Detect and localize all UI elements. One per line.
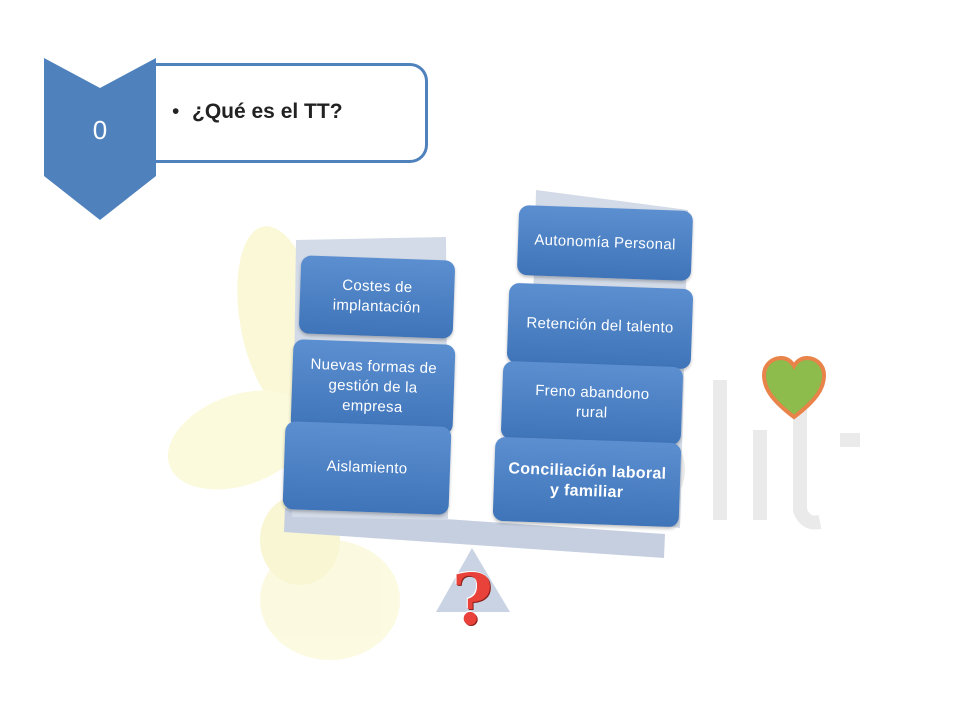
box-retencion: Retención del talento: [506, 282, 694, 370]
heart-icon: [761, 355, 827, 420]
box-aislamiento: Aislamiento: [282, 421, 452, 515]
box-costes-label: Costes de implantación: [332, 276, 421, 317]
box-autonomia: Autonomía Personal: [516, 204, 694, 282]
title-bullet: •: [172, 100, 180, 123]
page-title-text: ¿Qué es el TT?: [192, 100, 343, 123]
box-aislamiento-label: Aislamiento: [326, 457, 408, 478]
box-freno-label: Freno abandono rural: [534, 382, 650, 422]
box-conciliacion: Conciliación laboral y familiar: [492, 436, 682, 528]
box-autonomia-label: Autonomía Personal: [534, 231, 676, 254]
box-costes: Costes de implantación: [298, 255, 456, 339]
box-retencion-label: Retención del talento: [526, 314, 674, 337]
step-chevron: [44, 58, 156, 220]
box-conciliacion-label: Conciliación laboral y familiar: [508, 460, 667, 502]
page-title: ¿Qué es el TT?: [192, 100, 343, 124]
box-freno: Freno abandono rural: [500, 360, 684, 446]
question-mark-icon: ?: [452, 558, 494, 641]
step-number: 0: [92, 115, 108, 145]
balance-plank: [284, 508, 665, 558]
box-nuevas-formas: Nuevas formas de gestión de la empresa: [290, 339, 456, 435]
fulcrum-triangle: [436, 548, 510, 612]
title-card: [150, 63, 428, 163]
box-nuevas-formas-label: Nuevas formas de gestión de la empresa: [310, 355, 438, 417]
